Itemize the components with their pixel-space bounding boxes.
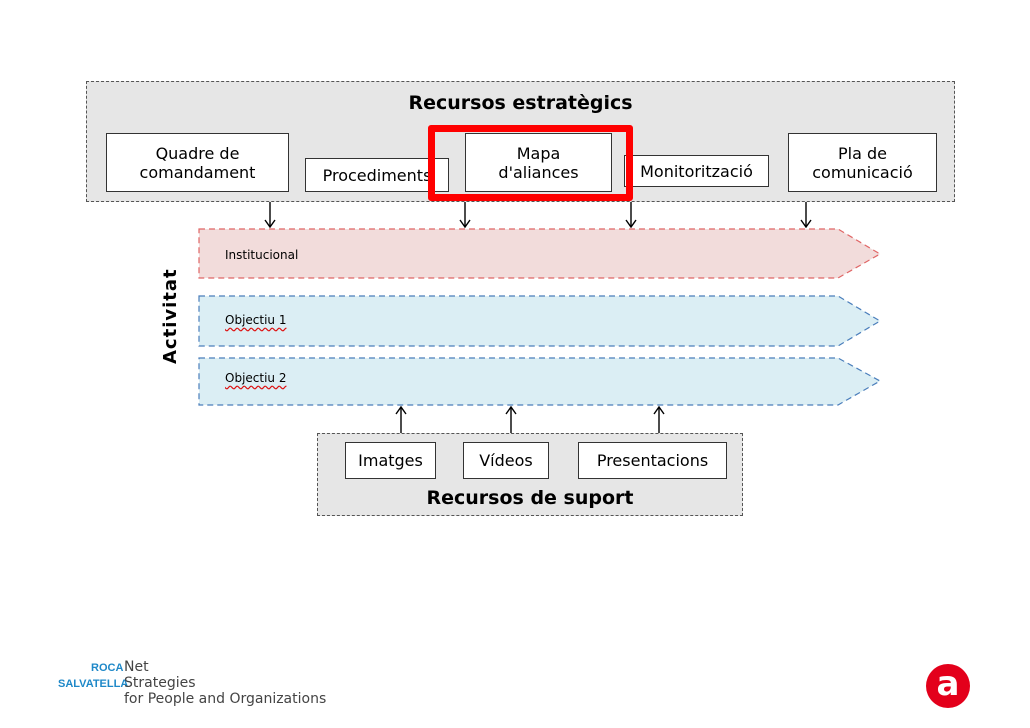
- box-procediments: Procediments: [305, 158, 449, 192]
- box-imatges: Imatges: [345, 442, 436, 479]
- box-pla-de-comunicacio: Pla de comunicació: [788, 133, 937, 192]
- arrow-pla-head: [800, 219, 812, 229]
- box-pla-label: Pla de comunicació: [812, 143, 913, 182]
- box-quadre-label: Quadre de comandament: [139, 143, 256, 182]
- brand-a-badge-icon: a: [926, 664, 970, 708]
- arrow-procediments-head: [459, 219, 471, 229]
- logo-tagline-strategies: Strategies: [124, 675, 196, 691]
- box-mapa-label: Mapa d'aliances: [498, 143, 579, 182]
- arrow-quadre-head: [264, 219, 276, 229]
- logo-tagline-net: Net: [124, 659, 149, 675]
- strategic-resources-title: Recursos estratègics: [408, 92, 633, 114]
- mapa-highlight-frame: [428, 125, 633, 201]
- arrow-imatges-head: [395, 405, 407, 415]
- activitat-label: Activitat: [160, 268, 181, 364]
- logo-brand-roca: ROCA: [91, 662, 124, 674]
- arrow-presentacions-head: [653, 405, 665, 415]
- logo-brand-salvatella: SALVATELLA: [58, 678, 129, 690]
- arrow-monitoritzacio-head: [625, 219, 637, 229]
- arrow-videos-head: [505, 405, 517, 415]
- band-institucional-shape: [198, 228, 882, 279]
- band-objectiu1-label: Objectiu 1: [225, 313, 287, 327]
- box-mapa-daliances: Mapa d'aliances: [465, 133, 612, 192]
- box-presentacions-label: Presentacions: [596, 451, 709, 470]
- box-monitoritzacio: Monitorització: [624, 155, 769, 187]
- box-videos: Vídeos: [463, 442, 549, 479]
- band-objectiu1-shape: [198, 295, 882, 347]
- band-objectiu2-label: Objectiu 2: [225, 371, 287, 385]
- band-institucional-label: Institucional: [225, 248, 299, 262]
- support-resources-title: Recursos de suport: [426, 487, 634, 509]
- box-procediments-label: Procediments: [322, 165, 432, 185]
- box-imatges-label: Imatges: [358, 451, 423, 470]
- band-objectiu2-shape: [198, 357, 882, 406]
- box-monitoritzacio-label: Monitorització: [640, 161, 753, 181]
- box-videos-label: Vídeos: [479, 451, 533, 470]
- box-presentacions: Presentacions: [578, 442, 727, 479]
- box-quadre-de-comandament: Quadre de comandament: [106, 133, 289, 192]
- logo-tagline-people: for People and Organizations: [124, 691, 327, 707]
